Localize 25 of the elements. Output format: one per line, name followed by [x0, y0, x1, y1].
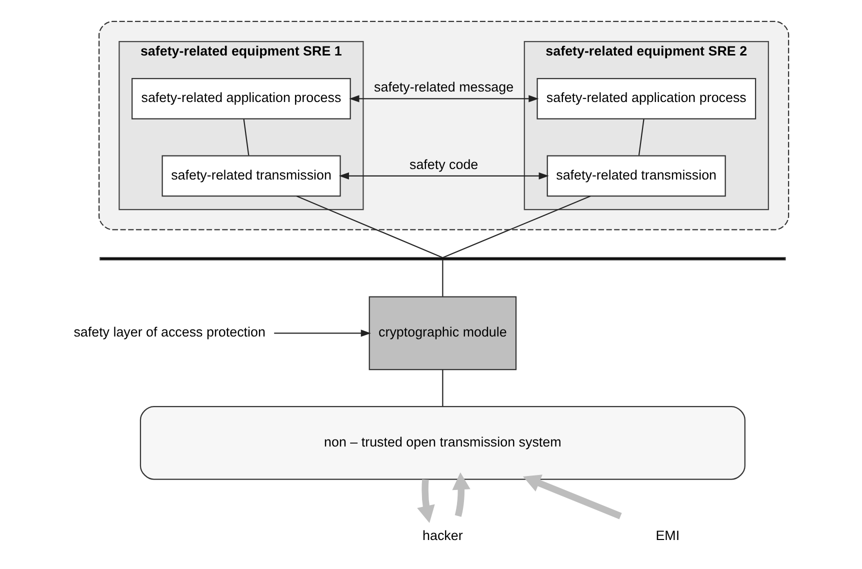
- edge-label: safety code: [408, 156, 478, 172]
- node-text: hacker: [422, 528, 462, 543]
- node-box: safety-related application process: [131, 78, 350, 120]
- connector: [242, 119, 249, 156]
- node-box: safety-related transmission: [546, 155, 726, 197]
- connector: [296, 196, 442, 258]
- node-box: cryptographic module: [368, 296, 516, 370]
- node-text: safety layer of access protection: [73, 324, 265, 340]
- cluster: [98, 20, 789, 230]
- node-box: safety-related application process: [536, 78, 756, 120]
- node-box: non – trusted open transmission system: [139, 406, 745, 480]
- edge-label: safety-related message: [374, 80, 514, 95]
- connector: [442, 370, 443, 406]
- arrow: [348, 95, 538, 102]
- connector: [442, 260, 443, 296]
- node-box: safety-related transmission: [161, 155, 340, 197]
- arrow: [416, 479, 434, 524]
- node-bar: [99, 257, 786, 260]
- connector: [442, 196, 590, 258]
- connector: [638, 119, 644, 156]
- arrow: [338, 172, 548, 180]
- node-text: EMI: [655, 528, 680, 543]
- arrow: [522, 474, 622, 520]
- arrow: [274, 330, 370, 337]
- arrow: [452, 472, 470, 517]
